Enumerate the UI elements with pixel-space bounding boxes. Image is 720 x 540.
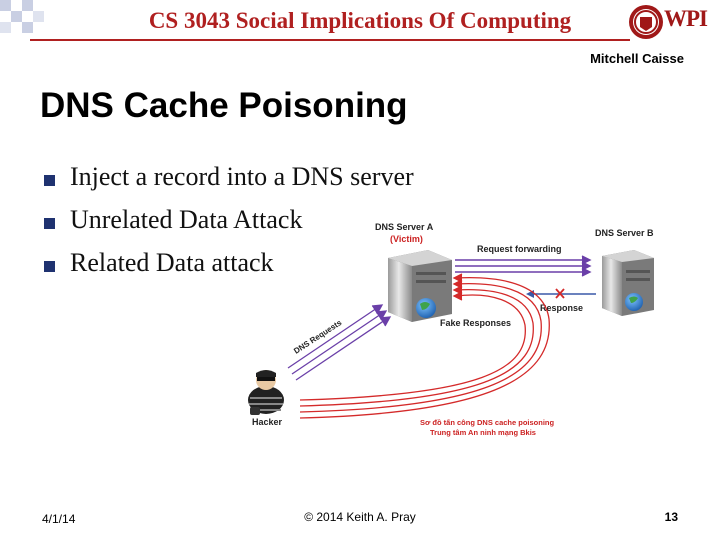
dns-requests-label: DNS Requests	[292, 318, 344, 356]
bullet-text: Related Data attack	[70, 248, 274, 277]
decorative-squares	[0, 0, 60, 40]
server-b-icon	[602, 250, 654, 316]
victim-label: (Victim)	[390, 234, 423, 244]
hacker-icon	[248, 370, 284, 415]
request-forwarding-arrows	[455, 255, 592, 277]
footer-copyright: © 2014 Keith A. Pray	[304, 510, 416, 524]
response-label: Response	[540, 303, 583, 313]
bullet-square-icon	[44, 175, 55, 186]
bullet-square-icon	[44, 218, 55, 229]
server-a-icon	[388, 250, 452, 322]
page-number: 13	[664, 510, 678, 524]
footer-date: 4/1/14	[42, 512, 76, 526]
fake-response-arrows	[299, 273, 550, 419]
request-forwarding-label: Request forwarding	[477, 244, 562, 254]
seal-icon	[629, 5, 663, 39]
blocked-x-icon	[555, 288, 565, 299]
header-divider	[30, 39, 630, 41]
server-b-label: DNS Server B	[595, 228, 654, 238]
author-name: Mitchell Caisse	[590, 51, 684, 66]
bullet-square-icon	[44, 261, 55, 272]
bullet-text: Inject a record into a DNS server	[70, 162, 414, 191]
wpi-logo: WPI	[626, 2, 718, 42]
dns-request-arrows	[287, 304, 392, 381]
logo-text: WPI	[664, 6, 708, 31]
diagram-caption-line1: Sơ đồ tấn công DNS cache poisoning	[420, 418, 555, 427]
slide-title: DNS Cache Poisoning	[40, 86, 408, 125]
bullet-text: Unrelated Data Attack	[70, 205, 303, 234]
dns-poisoning-diagram: DNS Server A (Victim) DNS Server B Reque…	[248, 222, 654, 437]
hacker-label: Hacker	[252, 417, 283, 427]
diagram-caption-line2: Trung tâm An ninh mạng Bkis	[430, 428, 536, 437]
course-title: CS 3043 Social Implications Of Computing	[148, 8, 572, 33]
fake-responses-label: Fake Responses	[440, 318, 511, 328]
server-a-label: DNS Server A	[375, 222, 434, 232]
